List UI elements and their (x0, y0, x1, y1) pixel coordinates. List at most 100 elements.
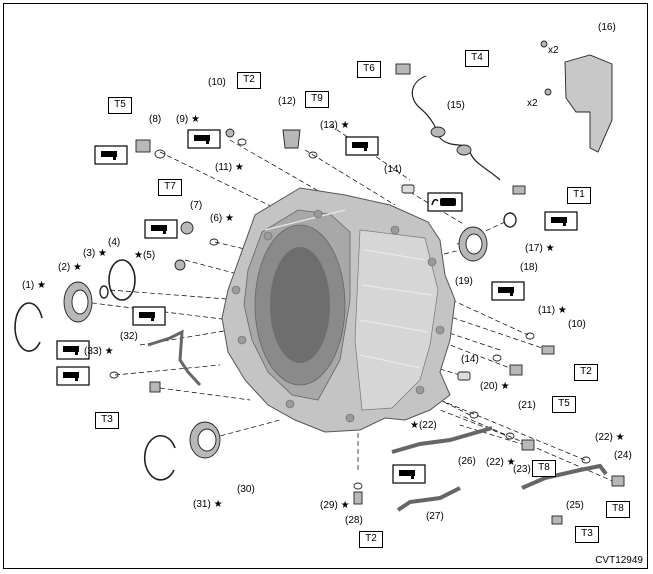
part-number: (10) (568, 319, 586, 330)
part-label-20: (20) ★ (480, 381, 510, 393)
torque-label-t5-right: T5 (552, 396, 576, 413)
part-number: (26) (458, 456, 476, 467)
part-number: (12) (278, 96, 296, 107)
replace-star-icon: ★ (506, 457, 516, 468)
replace-star-icon: ★ (545, 243, 555, 254)
replace-star-icon: ★ (98, 248, 107, 259)
part-number: (31) (193, 499, 211, 510)
torque-label-t1: T1 (567, 187, 591, 204)
part-label-15: (15) (447, 100, 465, 112)
part-number: (22) (486, 457, 504, 468)
replace-star-icon: ★ (340, 500, 350, 511)
part-label-3: (3) ★ (83, 248, 107, 260)
part-label-28: (28) (345, 515, 363, 527)
part-label-8: (8) (149, 114, 161, 126)
part-label-11-right: (11) ★ (538, 305, 567, 317)
part-label-6: (6) ★ (210, 213, 234, 225)
replace-star-icon: ★ (191, 114, 200, 125)
part-label-22-mid: (22) ★ (486, 457, 516, 469)
part-number: (24) (614, 450, 632, 461)
figure-code: CVT12949 (595, 555, 643, 566)
replace-star-icon: ★ (615, 432, 625, 443)
part-number: (11) (215, 162, 233, 173)
diagram-frame (3, 3, 648, 569)
torque-label-t8-mid: T8 (532, 460, 556, 477)
part-label-18: (18) (520, 262, 538, 274)
part-label-22-right: (22) ★ (595, 432, 625, 444)
torque-label-t4: T4 (465, 50, 489, 67)
part-number: (18) (520, 262, 538, 273)
part-label-32: (32) (120, 331, 138, 343)
part-label-29: (29) ★ (320, 500, 350, 512)
part-label-9: (9) ★ (176, 114, 200, 126)
part-label-26: (26) (458, 456, 476, 468)
part-label-25: (25) (566, 500, 584, 512)
part-number: (28) (345, 515, 363, 526)
replace-star-icon: ★ (213, 499, 223, 510)
torque-label-t9: T9 (305, 91, 329, 108)
part-number: (6) (210, 213, 223, 224)
replace-star-icon: ★ (104, 346, 114, 357)
part-label-11-top: (11) ★ (215, 162, 244, 174)
torque-label-t7: T7 (158, 179, 182, 196)
part-label-4: (4) (108, 237, 120, 249)
part-number: (25) (566, 500, 584, 511)
replace-star-icon: ★ (234, 162, 244, 173)
torque-label-t2-bottom: T2 (359, 531, 383, 548)
part-label-7: (7) (190, 200, 202, 212)
part-number: (3) (83, 248, 96, 259)
part-number: (14) (384, 164, 402, 175)
torque-label-t8-right: T8 (606, 501, 630, 518)
part-number: (1) (22, 280, 35, 291)
part-number: (32) (120, 331, 138, 342)
torque-label-t6: T6 (357, 61, 381, 78)
part-number: (17) (525, 243, 543, 254)
fluid-apply-icons (56, 129, 578, 484)
part-number: (19) (455, 276, 473, 287)
part-number: (9) (176, 114, 189, 125)
part-number: (16) (598, 22, 616, 33)
part-label-10-top: (10) (208, 77, 226, 89)
part-number: (21) (518, 400, 536, 411)
replace-star-icon: ★ (225, 213, 234, 224)
replace-star-icon: ★ (410, 420, 419, 431)
parts (14, 40, 625, 525)
torque-label-t2-top: T2 (237, 72, 261, 89)
part-number: (22) (595, 432, 613, 443)
torque-label-t5-left: T5 (108, 97, 132, 114)
quantity-label-bottom: x2 (527, 98, 538, 109)
part-number: (8) (149, 114, 162, 125)
part-label-1: (1) ★ (22, 280, 46, 292)
sealant-apply-icon (427, 192, 463, 212)
part-label-30: (30) (237, 484, 255, 496)
replace-star-icon: ★ (134, 250, 143, 261)
part-label-33: (33) ★ (84, 346, 114, 358)
replace-star-icon: ★ (340, 120, 350, 131)
part-label-14-top: (14) (384, 164, 402, 176)
part-label-22-left: ★(22) (410, 420, 437, 432)
torque-label-t3-right: T3 (575, 526, 599, 543)
quantity-label-top: x2 (548, 45, 559, 56)
part-number: (14) (461, 354, 479, 365)
part-label-21: (21) (518, 400, 536, 412)
part-number: (29) (320, 500, 338, 511)
torque-label-t3-left: T3 (95, 412, 119, 429)
part-label-31: (31) ★ (193, 499, 223, 511)
replace-star-icon: ★ (557, 305, 567, 316)
part-label-19: (19) (455, 276, 473, 288)
part-label-13: (13) ★ (320, 120, 350, 132)
part-number: (11) (538, 305, 556, 316)
part-label-5: ★(5) (134, 250, 155, 262)
part-label-24: (24) (614, 450, 632, 462)
part-label-2: (2) ★ (58, 262, 82, 274)
part-label-10-right: (10) (568, 319, 586, 331)
part-number: (23) (513, 464, 531, 475)
torque-label-t2-right: T2 (574, 364, 598, 381)
part-number: (20) (480, 381, 498, 392)
part-number: (4) (108, 237, 121, 248)
part-number: (2) (58, 262, 71, 273)
part-label-23: (23) (513, 464, 531, 476)
part-label-14-low: (14) (461, 354, 479, 366)
part-number: (7) (190, 200, 203, 211)
